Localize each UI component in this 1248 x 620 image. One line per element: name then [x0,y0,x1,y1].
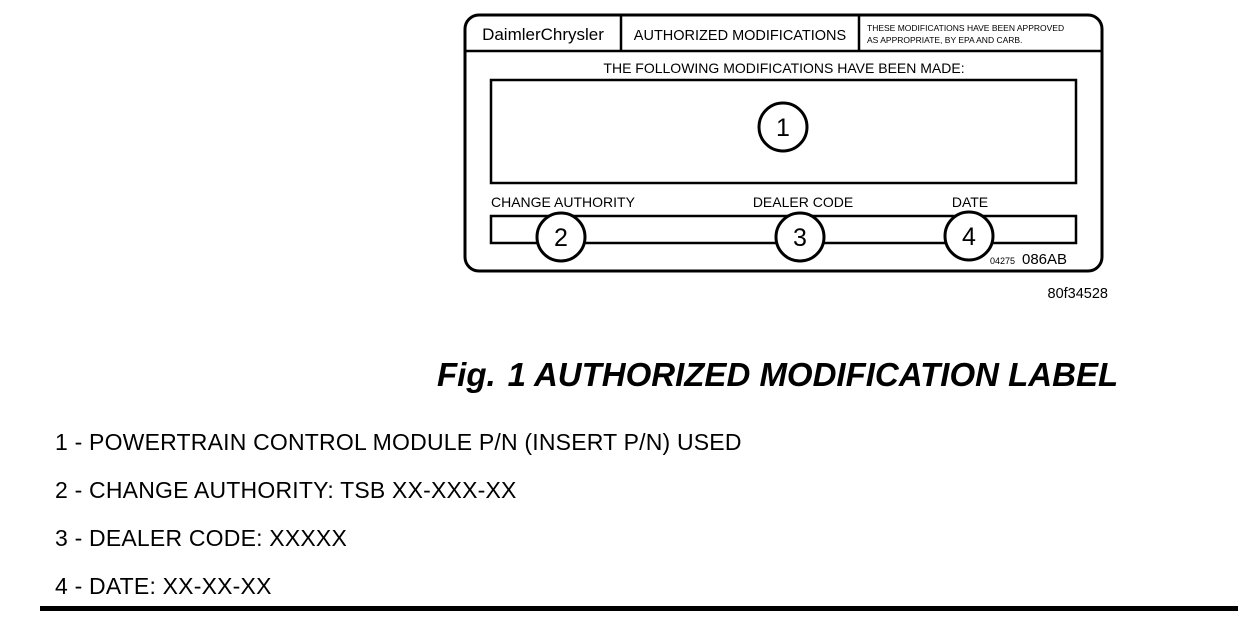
legend-item-4: 4 - DATE: XX-XX-XX [55,573,272,599]
figure-caption: Fig. 1 AUTHORIZED MODIFICATION LABEL [437,356,1118,394]
figure-id: 80f34528 [1048,286,1108,302]
part-code-small: 04275 [990,256,1015,266]
field-label-change-authority: CHANGE AUTHORITY [491,194,636,210]
bottom-rule [40,606,1238,611]
approval-note-line2: AS APPROPRIATE, BY EPA AND CARB. [867,35,1022,45]
callout-number-1: 1 [776,114,790,142]
callout-legend: 1 - POWERTRAIN CONTROL MODULE P/N (INSER… [55,428,742,620]
callout-number-3: 3 [793,224,807,252]
modifications-box [489,78,1078,185]
field-label-date: DATE [952,194,988,210]
figure-caption-text: 1 AUTHORIZED MODIFICATION LABEL [507,356,1119,393]
callout-number-4: 4 [962,223,976,251]
brand-name: DaimlerChrysler [482,25,604,44]
legend-item-2: 2 - CHANGE AUTHORITY: TSB XX-XXX-XX [55,477,517,503]
callout-number-2: 2 [554,224,568,252]
figure-caption-prefix: Fig. [437,356,496,393]
approval-note-line1: THESE MODIFICATIONS HAVE BEEN APPROVED [867,23,1064,33]
legend-item-3: 3 - DEALER CODE: XXXXX [55,525,347,551]
callout-circle-3 [774,211,826,263]
callout-circle-1 [757,101,809,153]
mods-heading: THE FOLLOWING MODIFICATIONS HAVE BEEN MA… [603,60,964,76]
modification-label-diagram: DaimlerChrysler AUTHORIZED MODIFICATIONS… [463,13,1108,302]
callout-circle-4 [943,210,995,262]
legend-item-1: 1 - POWERTRAIN CONTROL MODULE P/N (INSER… [55,429,742,455]
callout-circle-2 [535,211,587,263]
header-title: AUTHORIZED MODIFICATIONS [634,28,846,44]
part-code-large: 086AB [1022,251,1067,268]
field-label-dealer-code: DEALER CODE [753,194,853,210]
